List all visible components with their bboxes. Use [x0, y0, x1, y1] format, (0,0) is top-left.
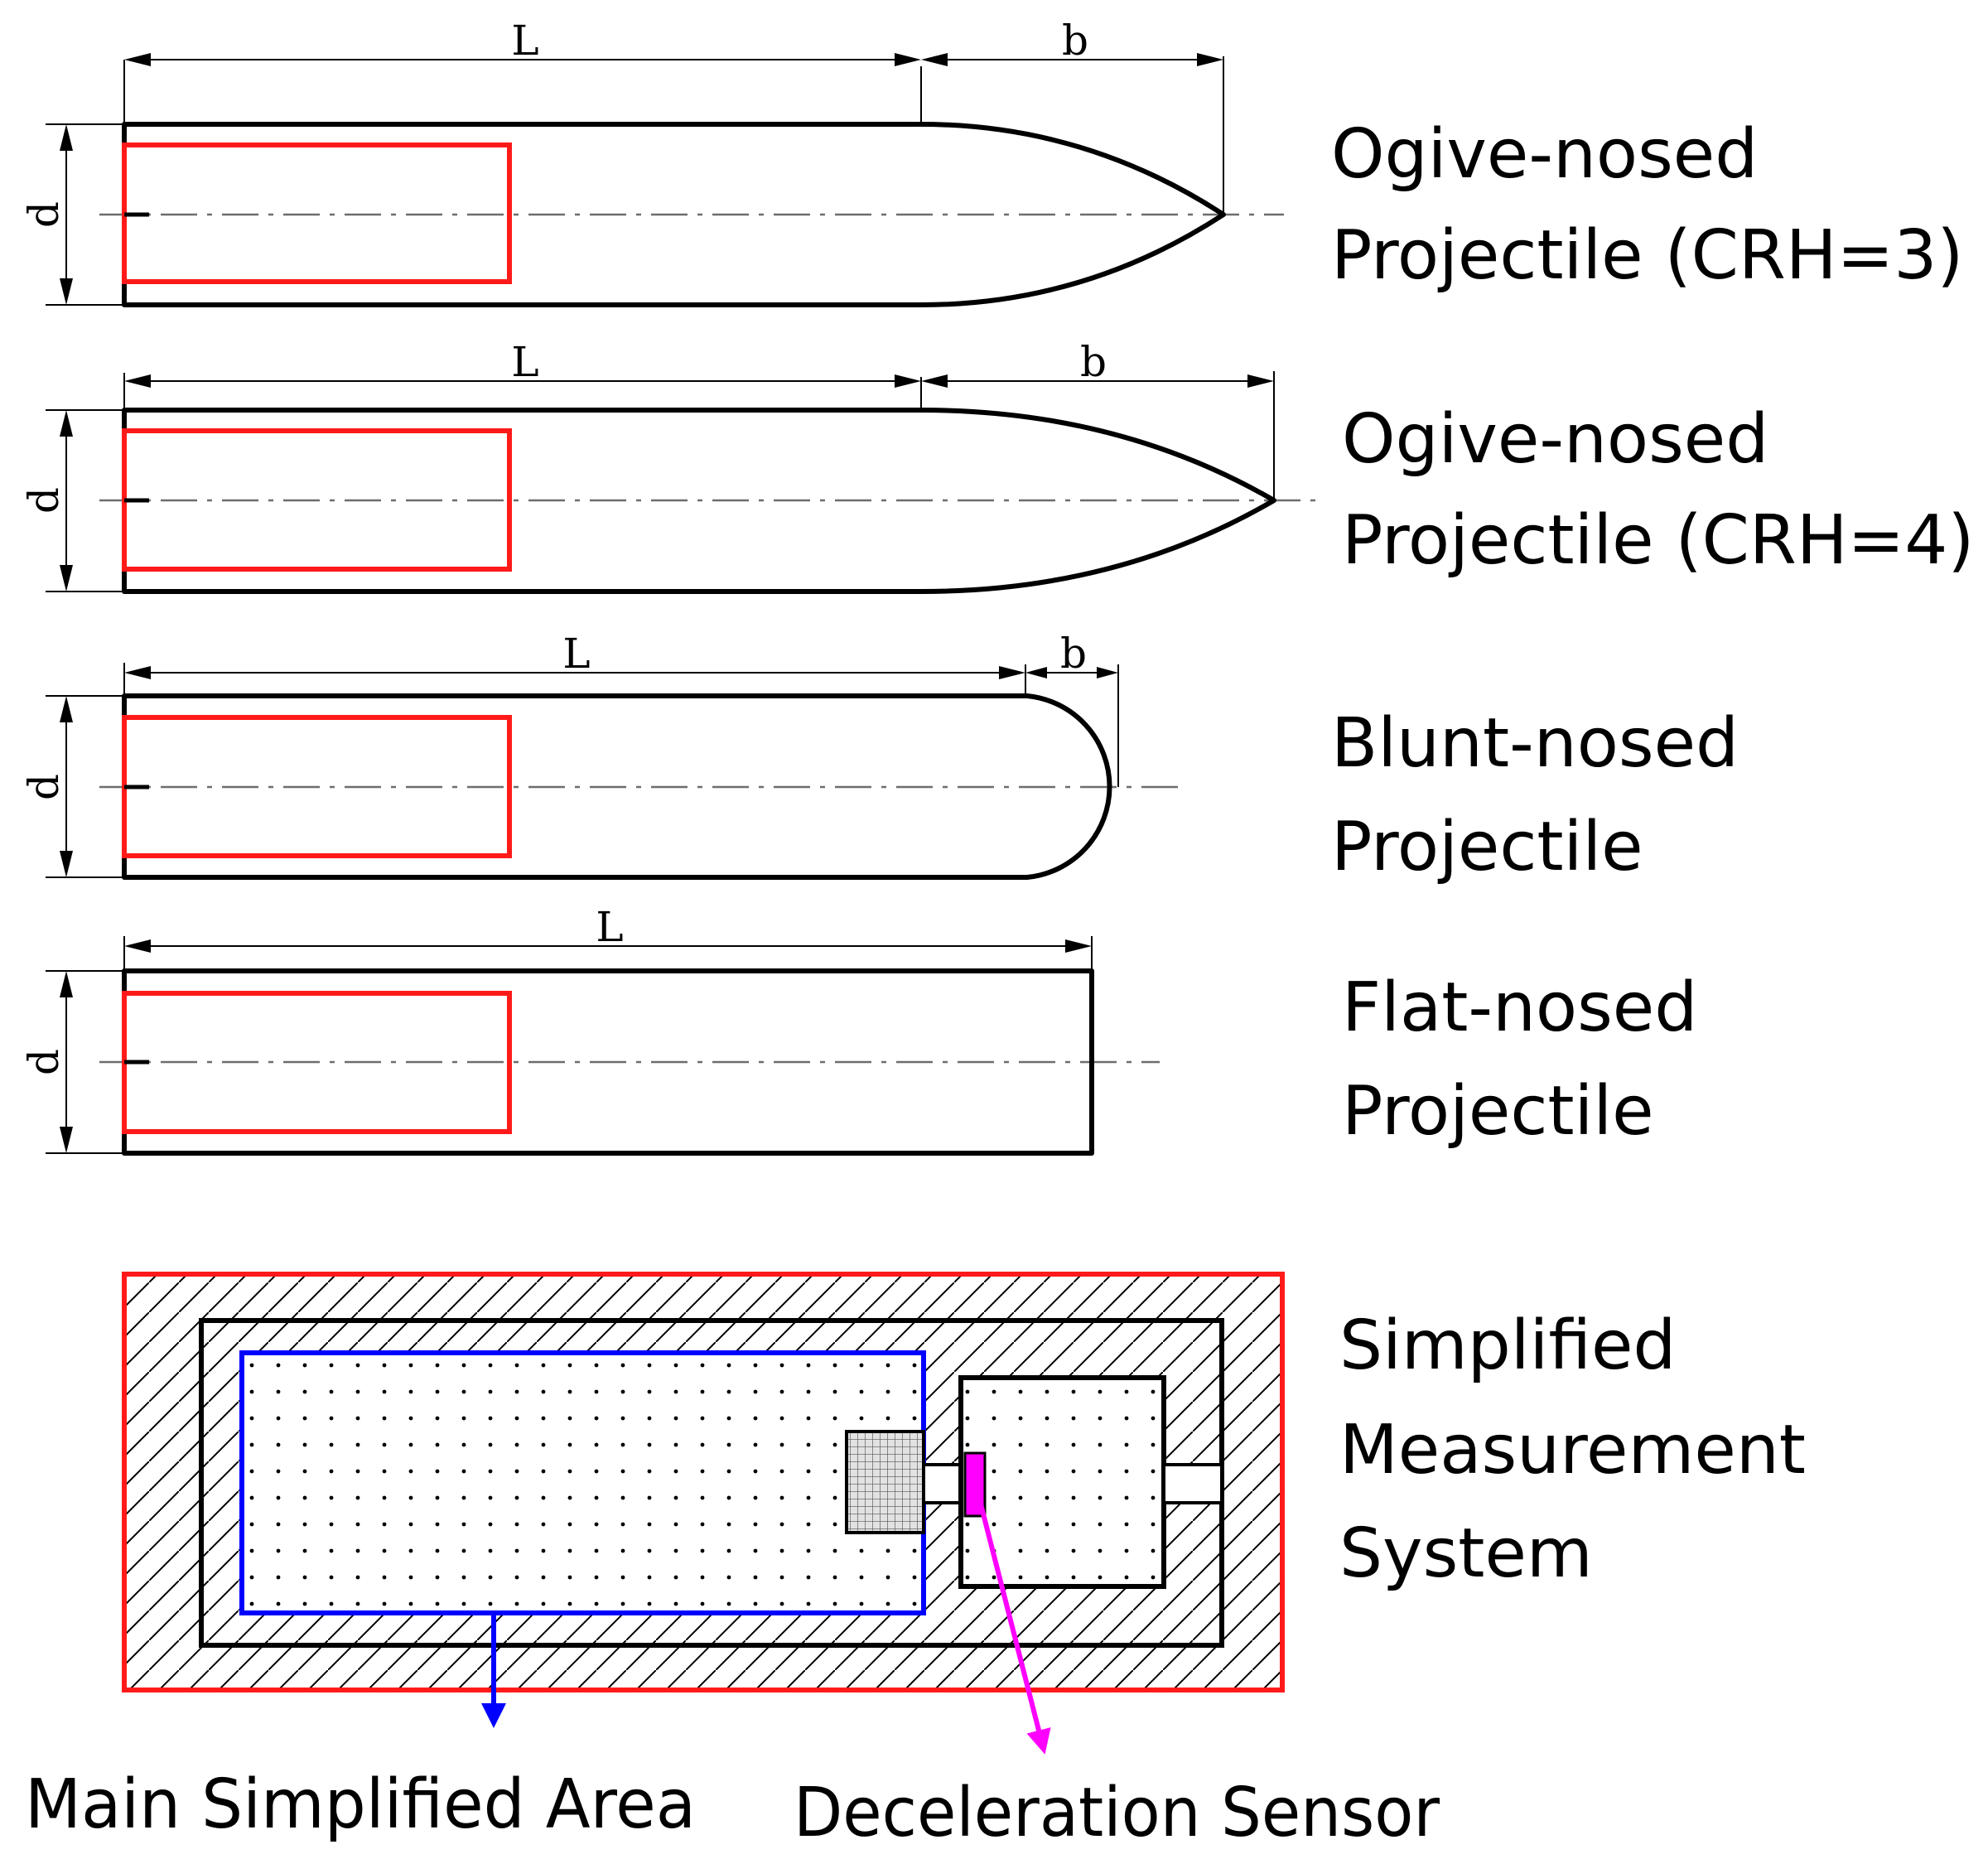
projectile-outline	[122, 693, 1112, 880]
dim-diameter-3: d	[20, 696, 73, 877]
dim-label-b: b	[1060, 630, 1087, 678]
caption-line1: Ogive-nosed	[1342, 400, 1768, 479]
dim-nose-3: b	[1025, 630, 1118, 678]
dim-label-d: d	[20, 201, 68, 228]
dim-length-4: L	[124, 903, 1092, 953]
projectile-ogive-crh3: L b d Ogive-nosed Projectile (CRH=3)	[20, 17, 1963, 307]
measurement-region	[122, 142, 512, 284]
dim-diameter-1: d	[20, 124, 73, 305]
dim-label-d: d	[20, 487, 68, 514]
dim-length-3: L	[124, 630, 1025, 679]
sensor-label: Deceleration Sensor	[794, 1774, 1440, 1852]
dim-length-2: L	[124, 338, 921, 388]
connector-rod-right	[1162, 1463, 1223, 1504]
projectile-ogive-crh4: L b d Ogive-nosed Projectile (CRH=4)	[20, 338, 1974, 594]
dim-label-d: d	[20, 1049, 68, 1075]
caption-line2: Projectile (CRH=4)	[1342, 501, 1974, 580]
dim-label-b: b	[1062, 17, 1088, 65]
mesh-block	[845, 1430, 925, 1534]
caption-line3: System	[1339, 1514, 1593, 1593]
sensor-arrow	[975, 1490, 1051, 1755]
projectile-outline	[122, 122, 1226, 307]
caption-line2: Measurement	[1339, 1411, 1806, 1490]
projectile-outline	[122, 408, 1276, 594]
caption-line2: Projectile (CRH=3)	[1331, 216, 1963, 295]
deceleration-sensor	[963, 1451, 987, 1518]
dim-diameter-2: d	[20, 410, 73, 592]
caption-line1: Flat-nosed	[1342, 968, 1697, 1047]
main-area-label: Main Simplified Area	[25, 1765, 696, 1844]
dim-label-L: L	[596, 903, 623, 951]
connector-rod-left	[922, 1463, 965, 1504]
dim-nose-1: b	[921, 17, 1223, 66]
dim-label-d: d	[20, 774, 68, 800]
dim-length-1: L	[124, 17, 921, 66]
measurement-system: Simplified Measurement System Main Simpl…	[25, 1272, 1806, 1852]
dim-label-L: L	[511, 338, 538, 386]
dim-label-L: L	[562, 630, 590, 678]
caption-line2: Projectile	[1331, 808, 1643, 886]
dim-diameter-4: d	[20, 971, 73, 1153]
caption-line1: Blunt-nosed	[1331, 704, 1739, 783]
dim-label-L: L	[511, 17, 538, 65]
caption-line1: Ogive-nosed	[1331, 115, 1758, 194]
dim-nose-2: b	[921, 338, 1274, 388]
caption-line2: Projectile	[1342, 1072, 1654, 1151]
measurement-system-border	[122, 1272, 1285, 1692]
projectile-flat: L d Flat-nosed Projectile	[20, 903, 1697, 1156]
projectile-blunt: L b d Blunt-nosed Projectile	[20, 630, 1739, 886]
dim-label-b: b	[1080, 338, 1107, 386]
caption-line1: Simplified	[1339, 1306, 1676, 1385]
